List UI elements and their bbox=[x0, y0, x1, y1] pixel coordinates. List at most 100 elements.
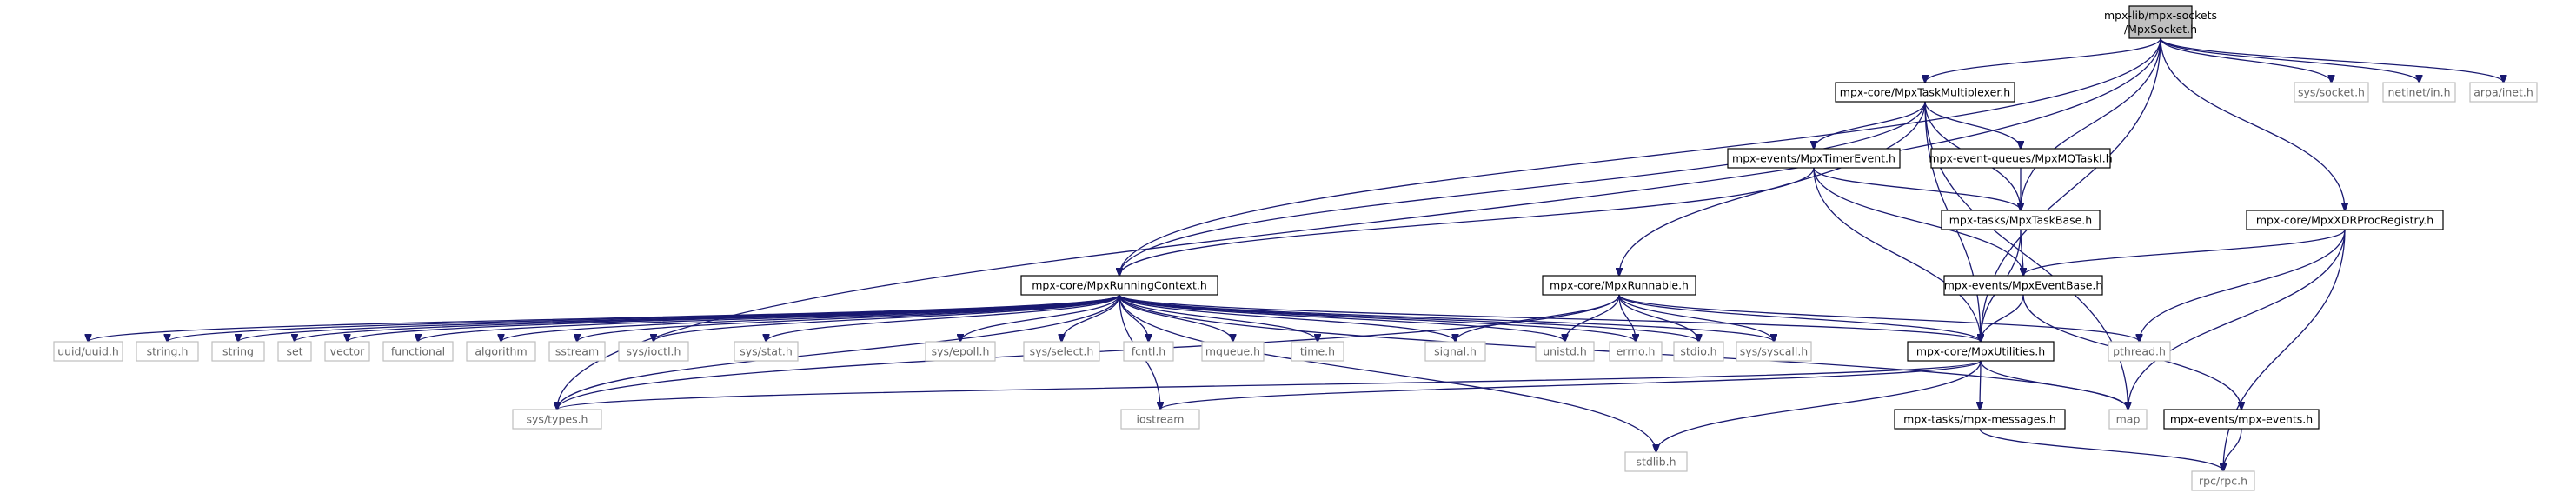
node-box bbox=[2191, 470, 2255, 491]
edge-util-to-stdlib bbox=[1656, 360, 1982, 452]
node-box bbox=[277, 341, 312, 362]
node-box bbox=[1736, 341, 1812, 362]
node-label: mpx-lib/mpx-sockets bbox=[2104, 9, 2217, 22]
node-sock: sys/socket.h bbox=[2294, 82, 2369, 103]
edge-mtm-to-map bbox=[1924, 101, 2128, 410]
node-util[interactable]: mpx-core/MpxUtilities.h bbox=[1907, 341, 2055, 362]
edge-xdr-to-evbase bbox=[2023, 229, 2346, 276]
node-stringh: string.h bbox=[136, 341, 199, 362]
node-map: map bbox=[2108, 409, 2148, 430]
node-box bbox=[1542, 275, 1696, 296]
node-mq[interactable]: mpx-event-queues/MpxMQTaskI.h bbox=[1929, 148, 2113, 169]
edge-mtm-to-mq bbox=[1924, 101, 2021, 149]
edge-root-to-mtm bbox=[1925, 37, 2161, 83]
node-ctx[interactable]: mpx-core/MpxRunningContext.h bbox=[1020, 275, 1218, 296]
node-box bbox=[1535, 341, 1595, 362]
node-label: string bbox=[222, 345, 254, 358]
node-label: mpx-events/MpxEventBase.h bbox=[1944, 279, 2103, 292]
node-label: sys/epoll.h bbox=[932, 345, 990, 358]
edge-ctx-to-unistd bbox=[1119, 294, 1565, 342]
node-box bbox=[1727, 148, 1901, 169]
node-rpc: rpc/rpc.h bbox=[2191, 470, 2255, 491]
node-xdr[interactable]: mpx-core/MpxXDRProcRegistry.h bbox=[2246, 210, 2444, 230]
node-box bbox=[1835, 82, 2015, 103]
node-netin: netinet/in.h bbox=[2382, 82, 2456, 103]
node-timer[interactable]: mpx-events/MpxTimerEvent.h bbox=[1727, 148, 1901, 169]
node-mqueue: mqueue.h bbox=[1201, 341, 1265, 362]
node-box bbox=[1673, 341, 1724, 362]
edge-ctx-to-ioctl bbox=[654, 294, 1120, 342]
node-arpa: arpa/inet.h bbox=[2469, 82, 2538, 103]
edge-ctx-to-types bbox=[557, 294, 1120, 410]
node-stdlib: stdlib.h bbox=[1624, 451, 1688, 472]
node-label: stdio.h bbox=[1680, 345, 1716, 358]
node-box bbox=[1291, 341, 1344, 362]
node-root[interactable]: mpx-lib/mpx-sockets/MpxSocket.h bbox=[2104, 5, 2217, 39]
node-messages[interactable]: mpx-tasks/mpx-messages.h bbox=[1894, 409, 2066, 430]
node-box bbox=[1020, 275, 1218, 296]
node-algorithm: algorithm bbox=[466, 341, 536, 362]
edge-ctx-to-vector bbox=[348, 294, 1120, 342]
node-label: sys/types.h bbox=[527, 413, 588, 426]
edge-root-to-taskbase bbox=[2021, 37, 2161, 210]
node-box bbox=[136, 341, 199, 362]
edge-root-to-xdr bbox=[2160, 37, 2345, 210]
node-box bbox=[1941, 210, 2101, 230]
edge-root-to-types bbox=[557, 37, 2161, 410]
edge-root-to-ctx bbox=[1119, 37, 2161, 276]
node-evbase[interactable]: mpx-events/MpxEventBase.h bbox=[1943, 275, 2103, 296]
node-box bbox=[1624, 451, 1688, 472]
node-box bbox=[2163, 409, 2320, 430]
node-taskbase[interactable]: mpx-tasks/MpxTaskBase.h bbox=[1941, 210, 2101, 230]
node-label: mpx-core/MpxUtilities.h bbox=[1916, 345, 2045, 358]
edge-runnable-to-syscall bbox=[1618, 294, 1774, 342]
edge-ctx-to-uuid bbox=[89, 294, 1120, 342]
node-events[interactable]: mpx-events/mpx-events.h bbox=[2163, 409, 2320, 430]
node-functional: functional bbox=[382, 341, 454, 362]
node-label: rpc/rpc.h bbox=[2199, 475, 2247, 488]
edge-util-to-types bbox=[557, 360, 1982, 410]
edge-runnable-to-util bbox=[1618, 294, 1981, 342]
node-sstream: sstream bbox=[548, 341, 606, 362]
edge-ctx-to-stdlib bbox=[1119, 294, 1656, 452]
edge-ctx-to-signal bbox=[1119, 294, 1456, 342]
node-mtm[interactable]: mpx-core/MpxTaskMultiplexer.h bbox=[1835, 82, 2015, 103]
edge-mtm-to-timer bbox=[1814, 101, 1926, 149]
edge-timer-to-ctx bbox=[1119, 167, 1815, 276]
edge-events-to-rpc bbox=[2223, 428, 2242, 471]
node-label: mpx-core/MpxRunningContext.h bbox=[1032, 279, 1207, 292]
node-box bbox=[1023, 341, 1100, 362]
node-runnable[interactable]: mpx-core/MpxRunnable.h bbox=[1542, 275, 1696, 296]
node-box bbox=[1201, 341, 1265, 362]
node-label: algorithm bbox=[475, 345, 527, 358]
node-box bbox=[548, 341, 606, 362]
edge-timer-to-evbase bbox=[1813, 167, 2023, 276]
node-unistd: unistd.h bbox=[1535, 341, 1595, 362]
node-box bbox=[53, 341, 123, 362]
node-string: string bbox=[211, 341, 265, 362]
edge-ctx-to-string bbox=[238, 294, 1120, 342]
node-epoll: sys/epoll.h bbox=[925, 341, 996, 362]
node-label: mpx-tasks/mpx-messages.h bbox=[1903, 413, 2056, 426]
node-box bbox=[211, 341, 265, 362]
node-label: mqueue.h bbox=[1205, 345, 1260, 358]
edge-util-to-messages bbox=[1980, 360, 1981, 410]
node-box bbox=[466, 341, 536, 362]
node-label-line2: /MpxSocket.h bbox=[2124, 23, 2197, 36]
edge-ctx-to-epoll bbox=[960, 294, 1120, 342]
node-box bbox=[1609, 341, 1663, 362]
node-box bbox=[1907, 341, 2055, 362]
node-signal: signal.h bbox=[1424, 341, 1486, 362]
node-time: time.h bbox=[1291, 341, 1344, 362]
node-vector: vector bbox=[324, 341, 370, 362]
node-pthread: pthread.h bbox=[2108, 341, 2171, 362]
node-fcntl: fcntl.h bbox=[1123, 341, 1174, 362]
node-label: mpx-core/MpxRunnable.h bbox=[1550, 279, 1689, 292]
node-label: vector bbox=[330, 345, 366, 358]
node-label: sys/ioctl.h bbox=[627, 345, 681, 358]
node-label: netinet/in.h bbox=[2387, 86, 2450, 99]
node-box bbox=[2294, 82, 2369, 103]
edge-timer-to-util bbox=[1813, 167, 1981, 342]
node-box bbox=[1424, 341, 1486, 362]
edge-ctx-to-stat bbox=[767, 294, 1120, 342]
